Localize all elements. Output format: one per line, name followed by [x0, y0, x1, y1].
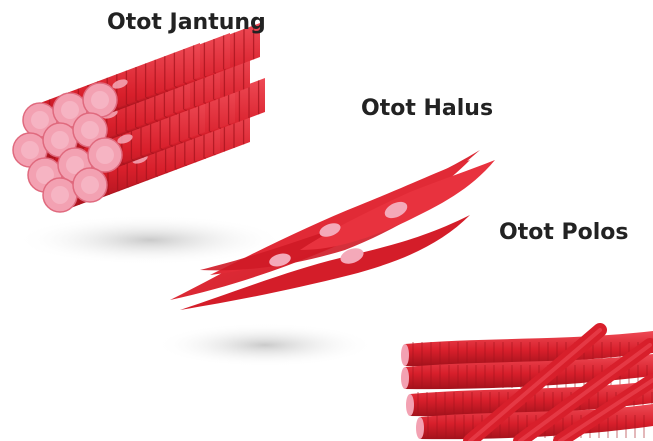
shadow-halus	[155, 323, 375, 367]
shadow-jantung	[15, 215, 285, 265]
label-otot-halus: Otot Halus	[361, 96, 493, 121]
cardiac-muscle-bundle	[13, 23, 265, 212]
label-otot-jantung: Otot Jantung	[107, 10, 266, 35]
skeletal-muscle-fibers	[401, 330, 653, 441]
label-otot-polos: Otot Polos	[499, 220, 629, 245]
